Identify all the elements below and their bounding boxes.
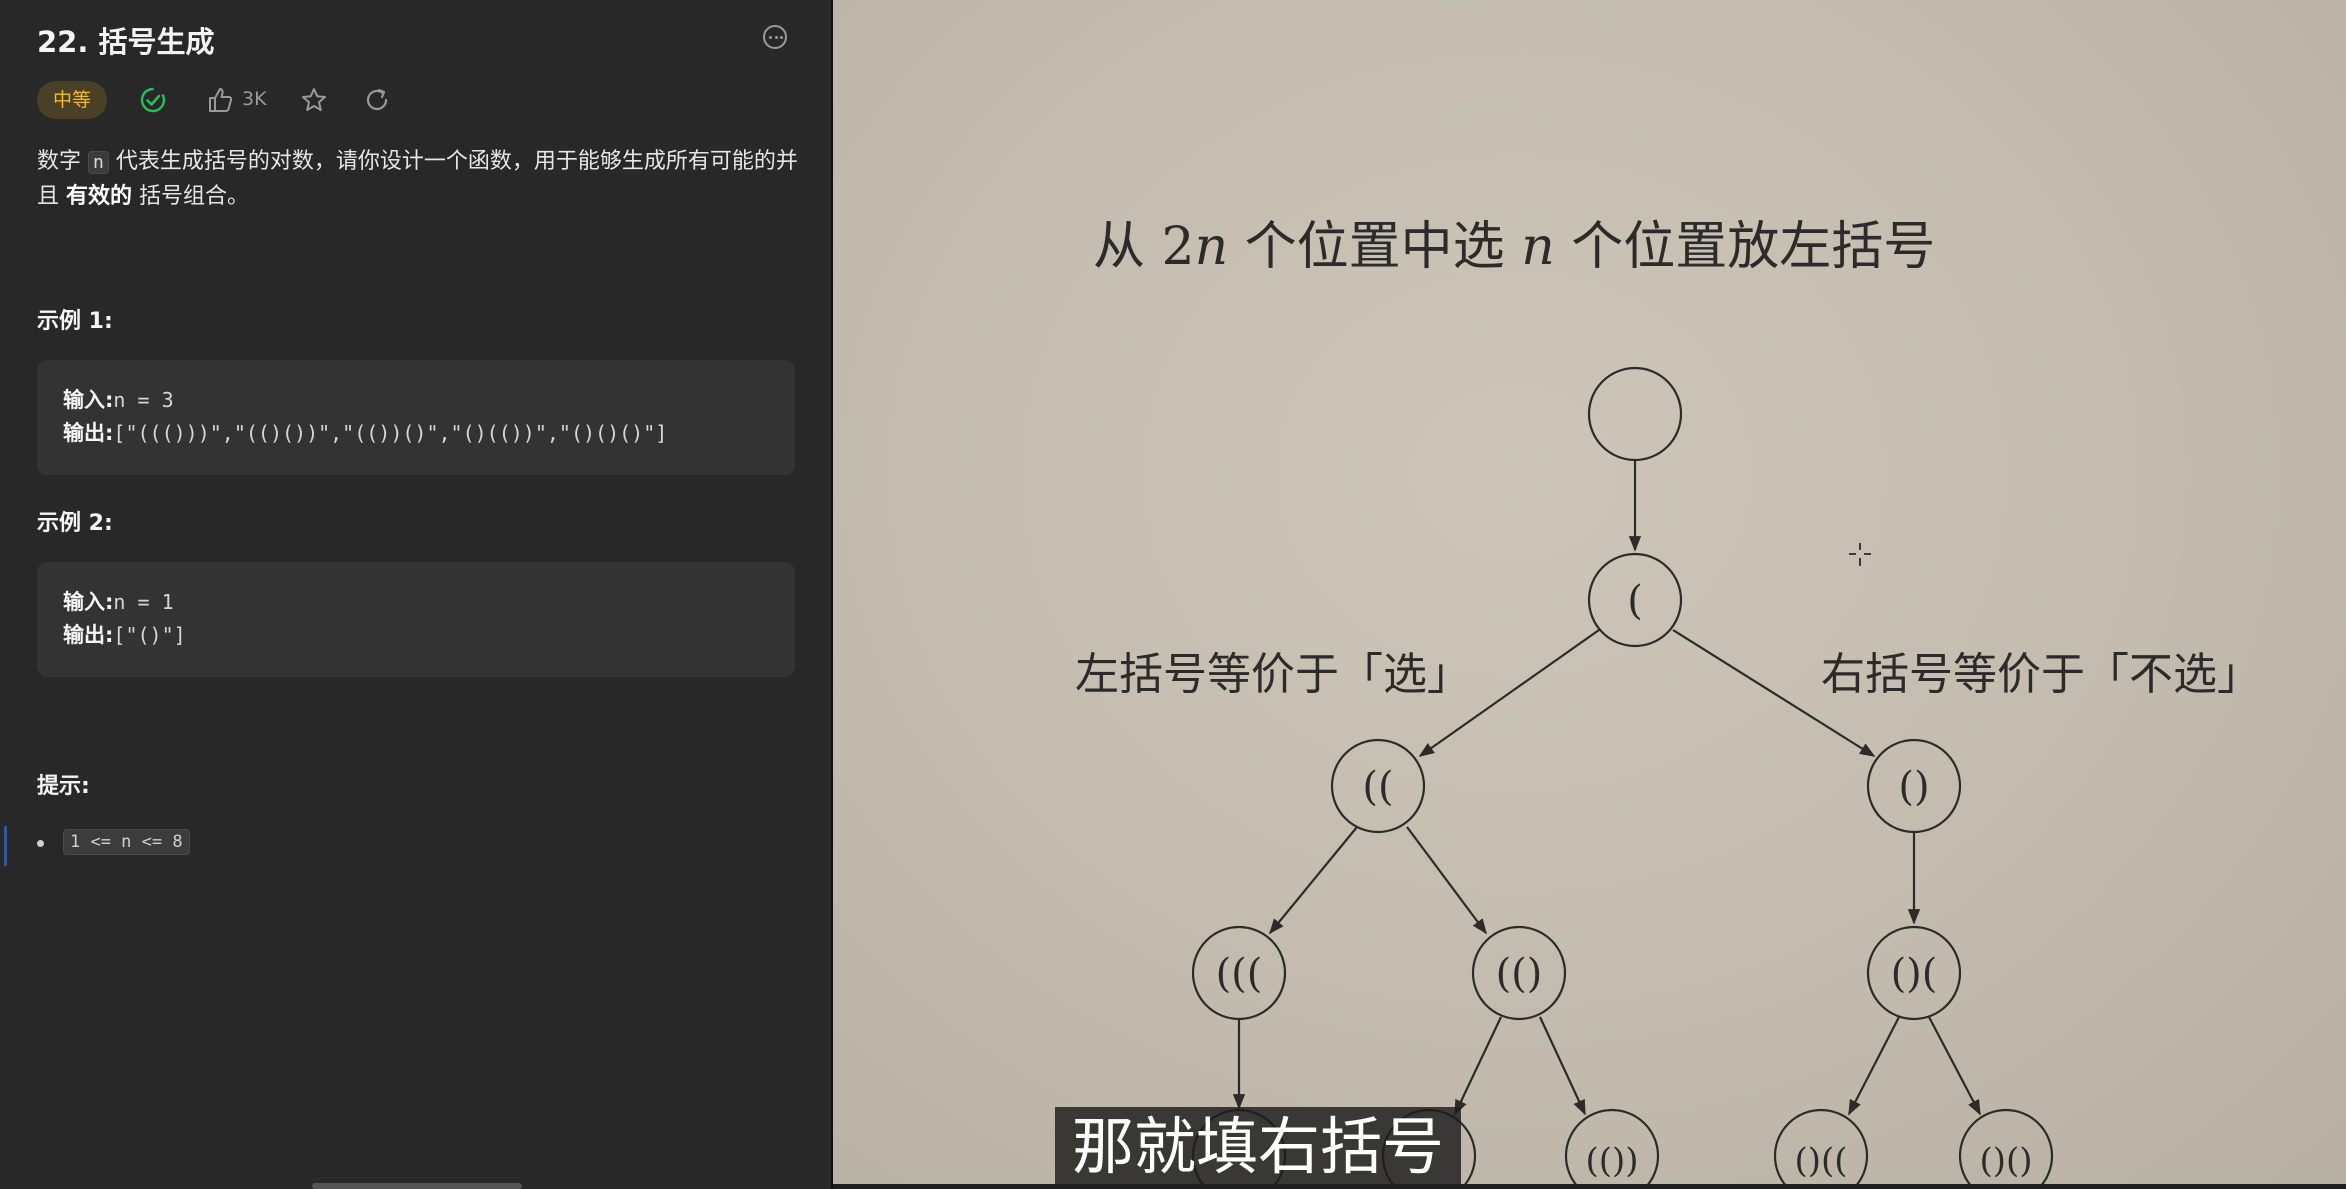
crosshair-cursor-icon [1849, 543, 1871, 566]
output-label: 输出: [63, 421, 114, 445]
thumbs-up-icon[interactable] [205, 85, 235, 115]
star-icon[interactable] [299, 85, 329, 115]
video-subtitle: 那就填右括号 [1055, 1107, 1461, 1184]
desc-text: 代表生成括号的对数，请你设计一个函数，用于能够生成所有可能的并且 [37, 149, 798, 209]
example-2-input: n = 1 [113, 590, 174, 614]
bullet-icon [37, 840, 44, 847]
more-icon[interactable] [763, 25, 787, 49]
problem-panel: 22. 括号生成 中等 3K 数字 n 代表生成括号的对数，请你设计一个函数，用… [0, 0, 831, 1189]
problem-title: 22. 括号生成 [37, 25, 215, 59]
horizontal-scrollbar[interactable] [312, 1183, 522, 1189]
example-2-output: ["()"] [113, 623, 186, 647]
node-label: ((( [1216, 951, 1263, 997]
constraint-code: 1 <= n <= 8 [63, 829, 190, 855]
hints-heading: 提示: [37, 774, 90, 799]
desc-text: 数字 [37, 149, 88, 174]
video-bottom-bar [833, 1184, 2346, 1189]
node-label: (( [1362, 764, 1393, 810]
left-note: 左括号等价于「选」 [1075, 649, 1471, 700]
right-note: 右括号等价于「不选」 [1821, 649, 2261, 700]
node-label: () [1898, 764, 1929, 810]
input-label: 输入: [63, 590, 114, 614]
node-label: (()) [1585, 1141, 1638, 1181]
example-2-heading: 示例 2: [37, 511, 113, 536]
input-label: 输入: [63, 388, 114, 412]
problem-description: 数字 n 代表生成括号的对数，请你设计一个函数，用于能够生成所有可能的并且 有效… [37, 145, 807, 214]
inline-code-n: n [88, 151, 109, 174]
output-label: 输出: [63, 623, 114, 647]
like-count: 3K [242, 88, 267, 110]
slide-canvas: 从 2n 个位置中选 n 个位置放左括号 左括号等价于「选」 右括号等价于「不选… [1075, 217, 2261, 1184]
difficulty-badge: 中等 [37, 81, 108, 119]
example-1-heading: 示例 1: [37, 309, 113, 334]
tree-edges [1232, 460, 1981, 1116]
video-frame[interactable]: 从 2n 个位置中选 n 个位置放左括号 左括号等价于「选」 右括号等价于「不选… [833, 0, 2346, 1184]
node-label: ()() [1979, 1141, 2032, 1181]
node-label: ()( [1891, 951, 1938, 997]
problem-meta-row: 中等 3K [37, 81, 457, 119]
solved-check-icon [140, 87, 166, 113]
node-label: (() [1496, 951, 1543, 997]
example-1-output: ["((()))","(()())","(())()","()(())","()… [113, 421, 668, 445]
node-label: ()(( [1794, 1141, 1847, 1181]
desc-bold: 有效的 [66, 184, 133, 209]
node-label: ( [1627, 578, 1643, 624]
panel-divider[interactable] [831, 0, 833, 1189]
example-2-box: 输入:n = 1 输出:["()"] [37, 562, 795, 677]
slide-title: 从 2n 个位置中选 n 个位置放左括号 [1093, 217, 1935, 277]
tree-labels: ( (( () ((( (() ()( (()) ()(( ()() [1216, 578, 2033, 1181]
desc-text: 括号组合。 [132, 184, 250, 209]
scroll-accent [4, 826, 7, 866]
example-1-box: 输入:n = 3 输出:["((()))","(()())","(())()",… [37, 360, 795, 475]
example-1-input: n = 3 [113, 388, 174, 412]
share-icon[interactable] [362, 85, 392, 115]
